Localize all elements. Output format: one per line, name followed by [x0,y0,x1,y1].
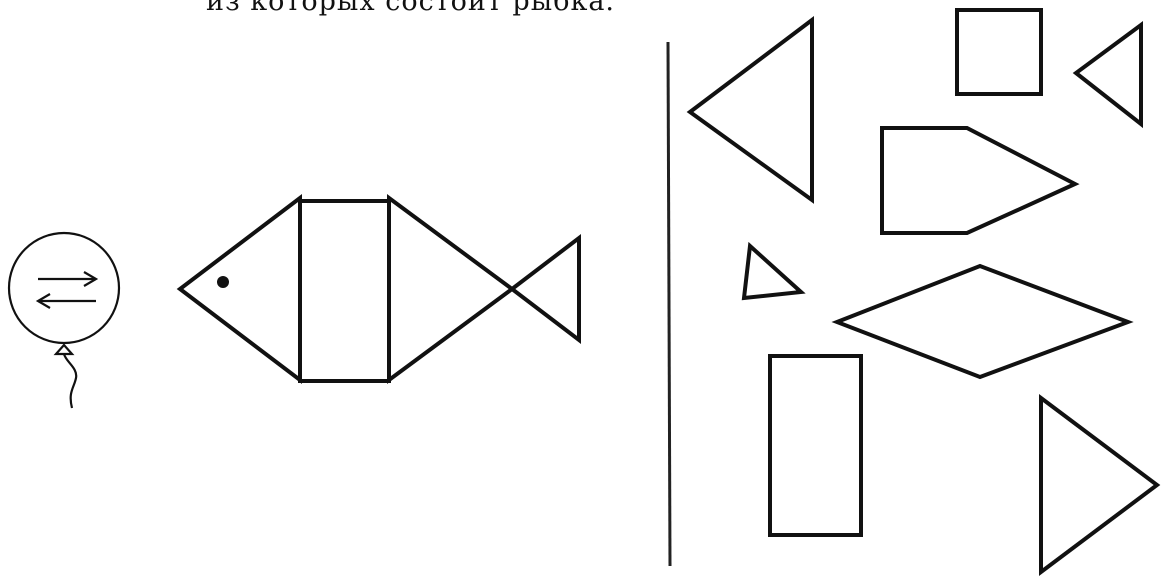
swap-arrows-balloon-icon [7,231,121,409]
balloon-string [62,353,78,409]
instruction-text: из которых состоит рыбка. [206,0,615,17]
shape-options [686,8,1161,576]
fish-head-triangle [176,193,302,385]
arrow-left-head [35,293,51,309]
option-square [955,8,1043,96]
option-pentagon [880,126,1080,235]
fish-figure [176,193,581,385]
fish-tail-triangle [508,233,581,345]
option-right-triangle [1039,394,1161,576]
option-rectangle [768,354,863,537]
fish-body-rectangle [298,199,391,383]
divider-line [666,41,672,567]
balloon-circle [7,231,121,345]
balloon-knot [53,343,75,356]
option-tiny-triangle [741,241,806,301]
fish-rear-triangle [387,194,516,384]
option-rhombus [831,263,1134,380]
option-small-triangle [1072,21,1143,129]
arrow-right-head [83,271,99,287]
option-large-triangle [686,15,814,204]
fish-eye [217,276,229,288]
